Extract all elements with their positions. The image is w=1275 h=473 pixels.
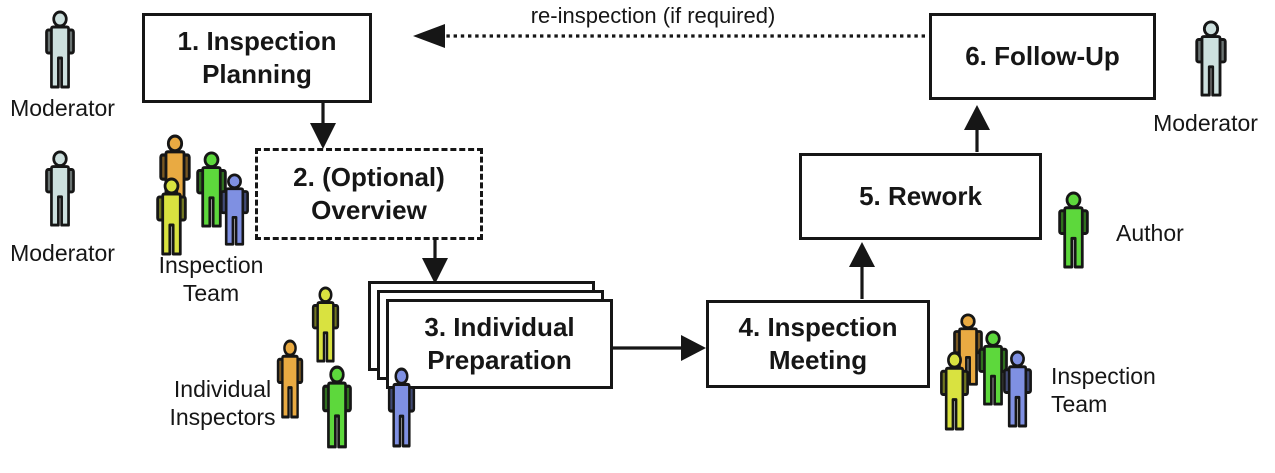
arrow-planning-to-overview: [310, 103, 336, 149]
inspector-orange-icon: [274, 339, 306, 420]
arrow-overview-to-preparation: [422, 240, 448, 284]
inspector-green-icon: [193, 151, 230, 229]
inspection-team-right-label: Inspection Team: [1051, 363, 1156, 417]
step-box-inspection-meeting: 4. Inspection Meeting: [706, 300, 930, 388]
arrow-meeting-to-rework: [849, 242, 875, 299]
inspection-team-left-label: Inspection Team: [158, 252, 264, 306]
inspector-yellow-icon: [153, 177, 190, 257]
step-box-follow-up: 6. Follow-Up: [929, 13, 1156, 100]
moderator-label: Moderator: [1153, 110, 1258, 136]
inspector-blue-icon: [1000, 350, 1035, 429]
moderator-label: Moderator: [10, 95, 115, 121]
moderator-icon: [42, 10, 78, 90]
author-label: Author: [1116, 220, 1184, 246]
inspector-green-icon: [319, 365, 355, 450]
moderator-icon: [42, 150, 78, 228]
moderator-icon: [1192, 20, 1230, 98]
author-icon: [1055, 191, 1092, 270]
arrow-preparation-to-meeting: [613, 335, 706, 361]
step-box-rework: 5. Rework: [799, 153, 1042, 240]
step-box-optional-overview: 2. (Optional) Overview: [255, 148, 483, 240]
inspector-yellow-icon: [309, 286, 342, 364]
inspector-yellow-icon: [937, 351, 972, 432]
arrow-rework-to-followup: [964, 105, 990, 152]
inspector-blue-icon: [217, 173, 252, 247]
step-box-inspection-planning: 1. Inspection Planning: [142, 13, 372, 103]
individual-inspectors-label: Individual Inspectors: [169, 376, 276, 430]
moderator-label: Moderator: [10, 240, 115, 266]
step-box-individual-preparation: 3. Individual Preparation: [386, 299, 613, 389]
inspector-blue-icon: [385, 367, 418, 449]
inspector-green-icon: [975, 330, 1011, 407]
reinspection-edge-label: re-inspection (if required): [530, 3, 776, 28]
